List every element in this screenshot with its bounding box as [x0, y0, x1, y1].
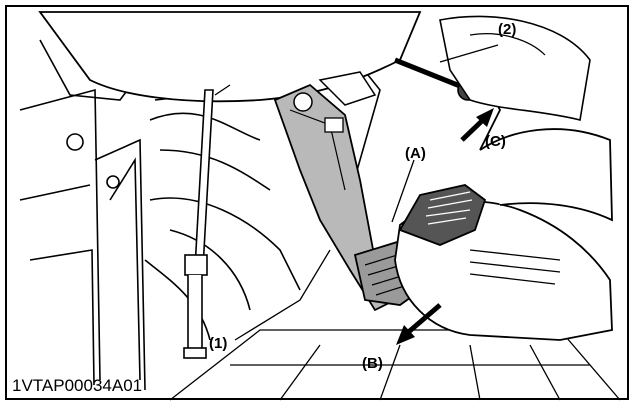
leader-lines — [214, 44, 499, 341]
callout-part-1: (1) — [209, 335, 227, 352]
callout-direction-b: (B) — [362, 355, 383, 372]
callout-direction-c: (C) — [485, 133, 506, 150]
figure-id-code: 1VTAP00034A01 — [12, 376, 142, 395]
arrow-down-left-icon — [396, 303, 442, 345]
shift-lever — [394, 15, 591, 121]
boot — [394, 69, 613, 341]
callout-point-a: (A) — [405, 145, 426, 162]
callout-part-2: (2) — [498, 21, 516, 38]
brake-rod — [183, 89, 214, 359]
arrow-up-right-icon — [460, 108, 494, 142]
